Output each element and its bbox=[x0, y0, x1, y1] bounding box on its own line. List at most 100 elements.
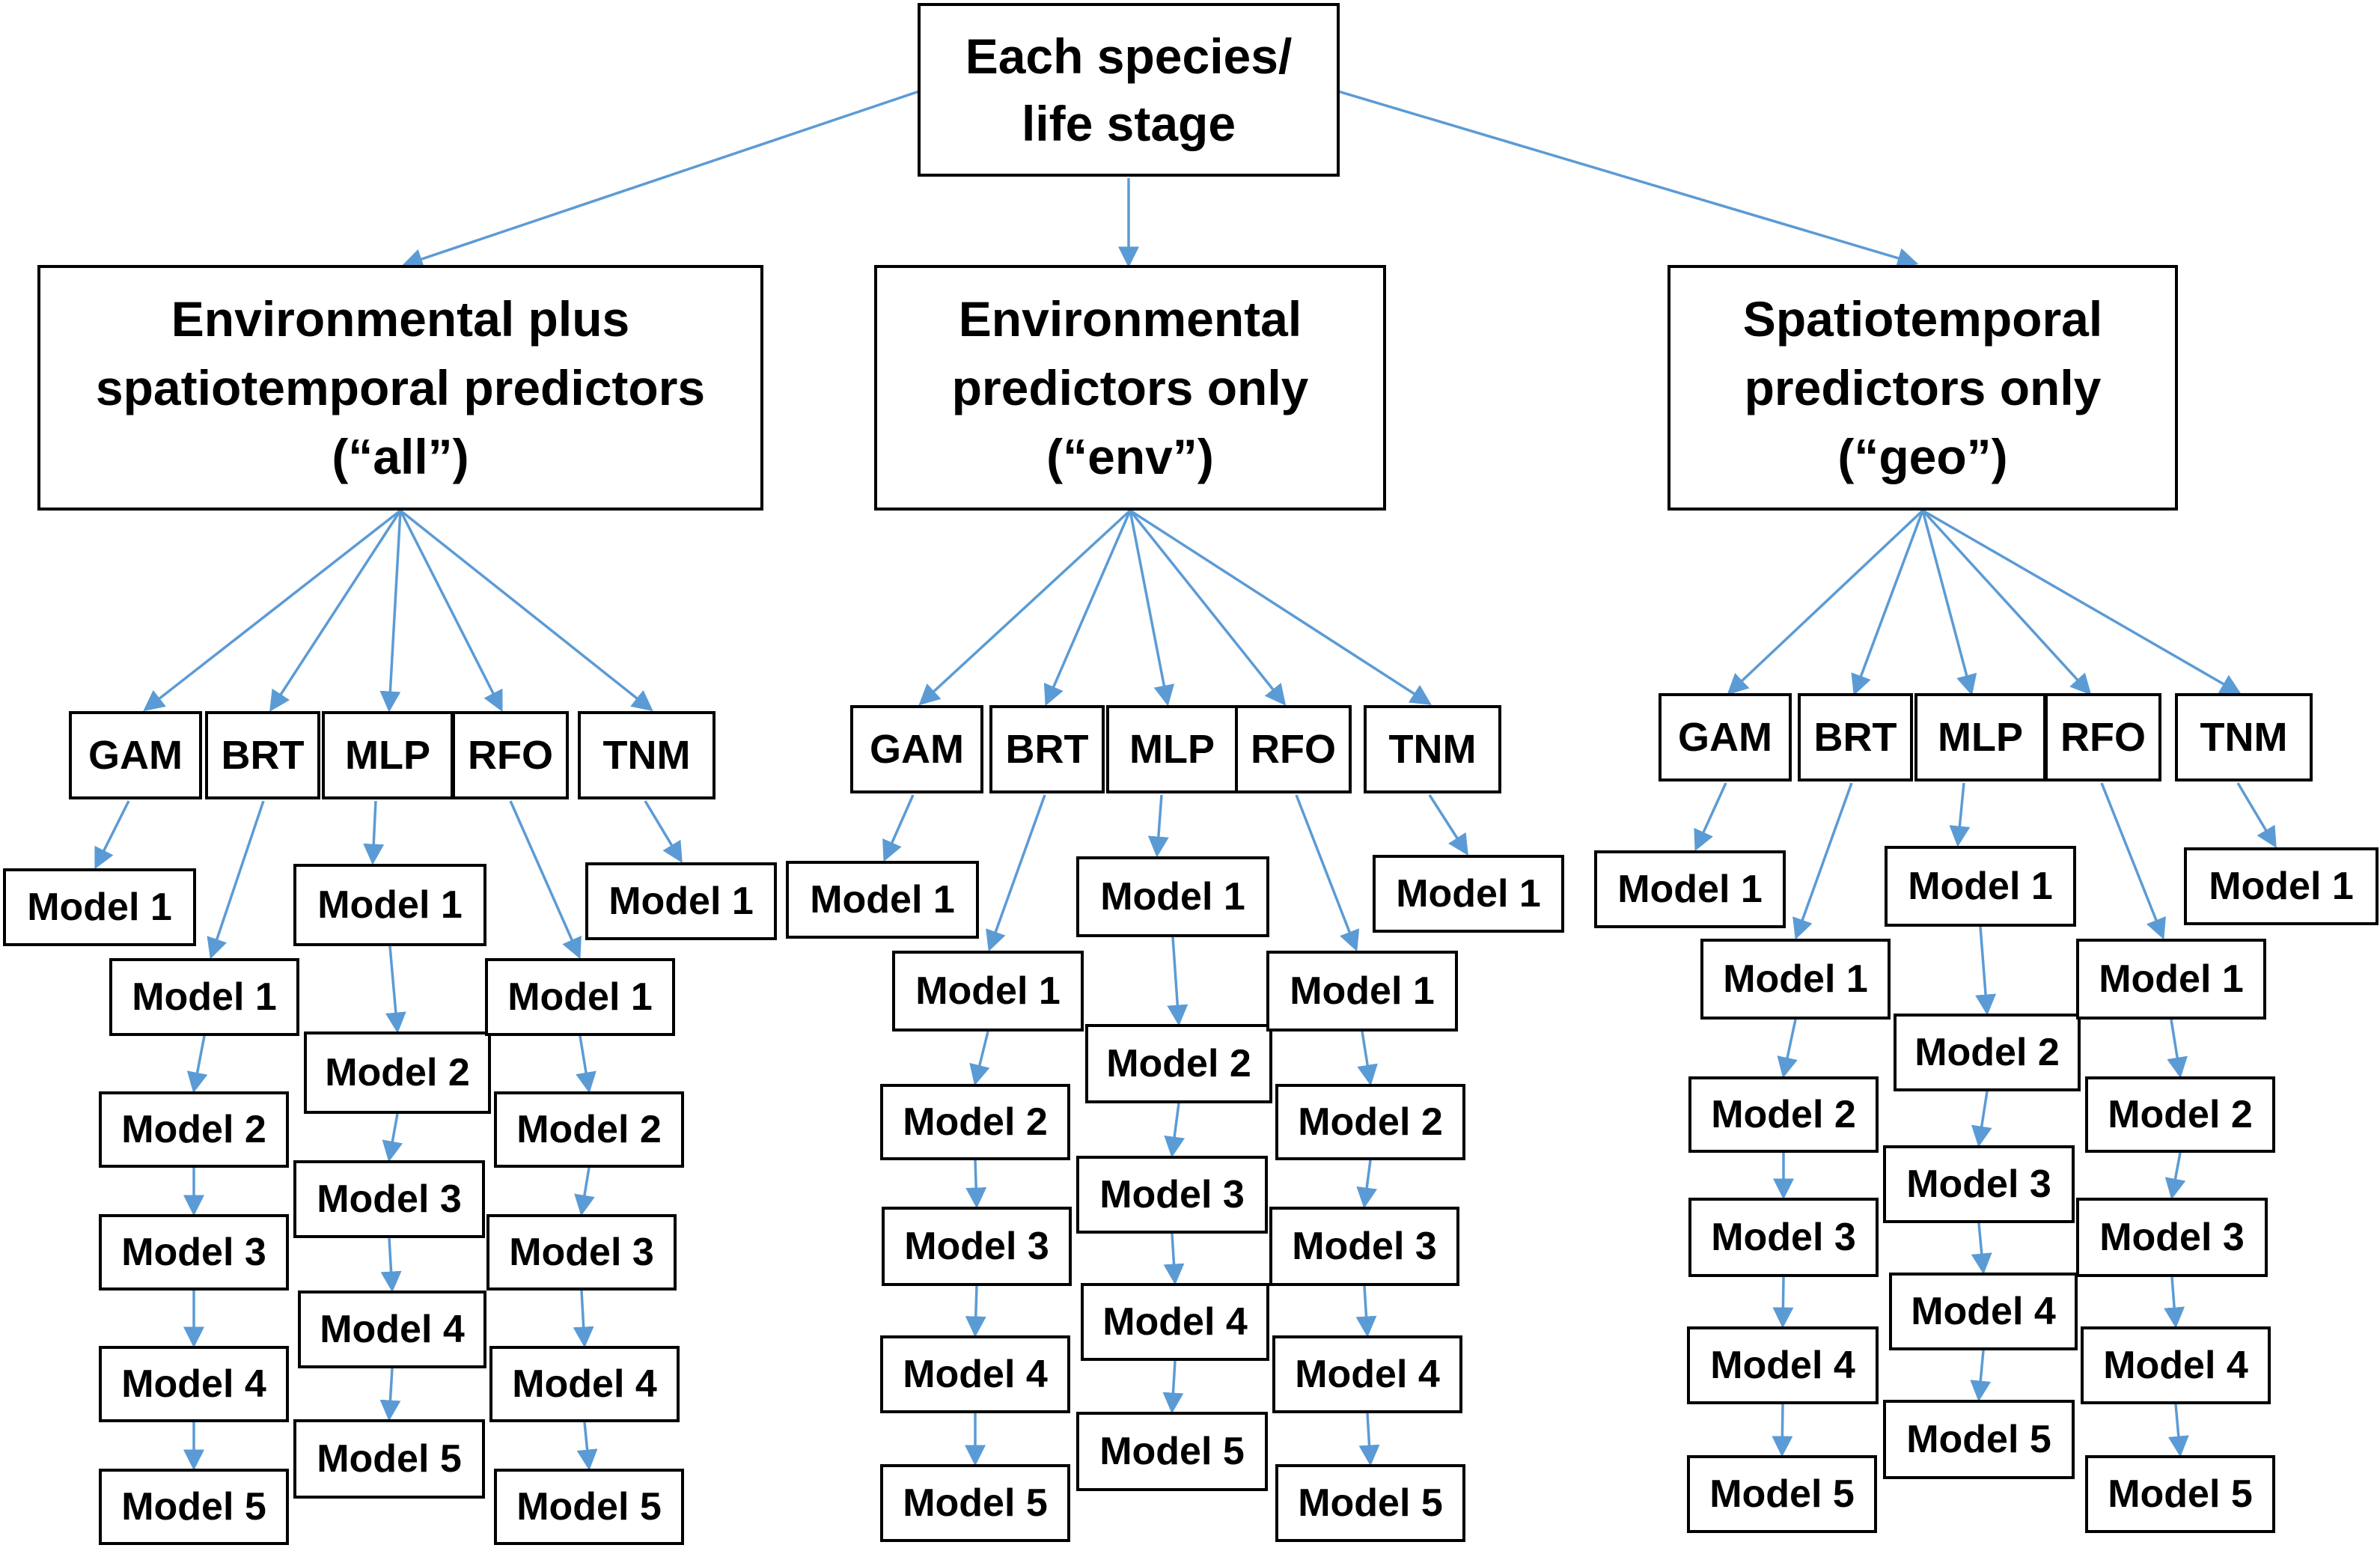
group-geo-method-brt-model-2-box bbox=[1688, 1076, 1879, 1153]
group-geo-method-rfo-model-5: Model 5 bbox=[2085, 1455, 2275, 1533]
arrow-env-rfo-model-3-to-4 bbox=[1355, 1285, 1377, 1338]
group-geo-method-brt: BRT bbox=[1798, 693, 1913, 781]
group-env-method-mlp: MLP bbox=[1106, 705, 1238, 793]
group-all-method-mlp-model-4-box bbox=[298, 1290, 486, 1368]
group-geo-method-tnm: TNM bbox=[2175, 693, 2313, 781]
group-env-method-tnm: TNM bbox=[1364, 705, 1501, 793]
group-env-method-rfo-model-5-box bbox=[1275, 1464, 1465, 1542]
arrow-env-mlp-model-4-to-5 bbox=[1162, 1360, 1184, 1414]
arrow-env-to-brt bbox=[1043, 510, 1132, 707]
group-env-method-mlp-label: MLP bbox=[1129, 727, 1215, 772]
group-all-method-gam-model-1: Model 1 bbox=[3, 868, 196, 946]
group-all-method-gam-label: GAM bbox=[88, 733, 183, 778]
group-all-box bbox=[37, 265, 763, 511]
group-geo-method-rfo-label: RFO bbox=[2060, 715, 2146, 760]
arrow-env-to-gam bbox=[918, 509, 1132, 706]
group-all-method-mlp-model-2: Model 2 bbox=[304, 1032, 491, 1114]
group-geo-label: (“geo”) bbox=[1837, 429, 2007, 484]
group-geo-method-rfo-model-5-box bbox=[2085, 1455, 2275, 1533]
arrow-geo-rfo-to-model-1 bbox=[2100, 782, 2166, 940]
group-env-method-brt-label: BRT bbox=[1006, 727, 1089, 772]
group-all-method-brt: BRT bbox=[205, 711, 320, 799]
group-all-method-rfo-label: RFO bbox=[468, 733, 553, 778]
group-env-box bbox=[874, 265, 1386, 511]
arrow-geo-rfo-model-4-to-5 bbox=[2167, 1404, 2189, 1457]
arrow-geo-to-brt bbox=[1851, 510, 1924, 696]
arrow-env-brt-model-3-to-4 bbox=[965, 1285, 986, 1338]
arrow-geo-mlp-model-2-to-3 bbox=[1971, 1091, 1992, 1148]
group-geo-method-rfo-box bbox=[2045, 693, 2161, 781]
group-all-method-rfo-model-3-label: Model 3 bbox=[509, 1231, 654, 1274]
arrow-geo-mlp-model-1-to-2 bbox=[1975, 926, 1997, 1016]
group-env-method-rfo-model-3-box bbox=[1269, 1207, 1459, 1286]
group-all-method-rfo-model-4-label: Model 4 bbox=[512, 1362, 657, 1406]
group-env-method-rfo-model-4-label: Model 4 bbox=[1295, 1353, 1440, 1396]
group-env-method-brt-model-4-box bbox=[880, 1335, 1070, 1413]
group-env-method-rfo-model-4-box bbox=[1272, 1335, 1462, 1413]
group-all-method-brt-model-5-label: Model 5 bbox=[121, 1485, 266, 1529]
group-all-method-rfo-model-1: Model 1 bbox=[485, 958, 675, 1036]
group-all-method-gam-model-1-label: Model 1 bbox=[27, 886, 172, 929]
group-geo-method-mlp-model-4: Model 4 bbox=[1889, 1273, 2078, 1350]
group-geo-method-mlp-model-2-label: Model 2 bbox=[1914, 1031, 2060, 1074]
arrow-all-to-mlp bbox=[379, 510, 402, 713]
group-geo-method-brt-model-4-label: Model 4 bbox=[1710, 1344, 1855, 1387]
arrow-geo-brt-model-4-to-5 bbox=[1772, 1404, 1793, 1457]
group-env-method-mlp-model-4-box bbox=[1081, 1283, 1269, 1361]
group-env-method-brt-model-1: Model 1 bbox=[892, 951, 1084, 1032]
group-all-method-rfo-model-3: Model 3 bbox=[486, 1214, 677, 1290]
group-env-method-mlp-model-1: Model 1 bbox=[1076, 856, 1269, 937]
arrow-geo-to-rfo bbox=[1921, 509, 2092, 695]
group-geo-method-gam-model-1-label: Model 1 bbox=[1617, 868, 1763, 911]
group-env-method-mlp-model-3-label: Model 3 bbox=[1099, 1173, 1245, 1216]
group-env-method-gam-label: GAM bbox=[870, 727, 964, 772]
group-env-label: predictors only bbox=[952, 360, 1309, 415]
group-all-method-rfo-model-5: Model 5 bbox=[494, 1469, 684, 1545]
group-env-method-rfo-model-5: Model 5 bbox=[1275, 1464, 1465, 1542]
group-env-method-mlp-model-2-label: Model 2 bbox=[1106, 1042, 1251, 1085]
group-env-method-brt-model-3-label: Model 3 bbox=[904, 1225, 1049, 1268]
group-all-method-tnm-model-1: Model 1 bbox=[585, 862, 777, 940]
group-all-method-brt-model-4: Model 4 bbox=[99, 1346, 289, 1422]
group-geo-method-mlp: MLP bbox=[1914, 693, 2046, 781]
group-all-method-brt-model-1: Model 1 bbox=[109, 958, 299, 1036]
group-env-method-brt-model-3-box bbox=[882, 1207, 1072, 1286]
group-all-method-mlp-model-5-box bbox=[293, 1419, 485, 1499]
group-geo-method-mlp-model-2-box bbox=[1894, 1014, 2081, 1091]
arrow-geo-to-mlp bbox=[1921, 510, 1977, 696]
group-env-method-brt-model-2-label: Model 2 bbox=[903, 1100, 1048, 1144]
group-geo-method-brt-model-2: Model 2 bbox=[1688, 1076, 1879, 1153]
group-geo-method-mlp-model-4-box bbox=[1889, 1273, 2078, 1350]
arrow-env-mlp-to-model-1 bbox=[1147, 794, 1169, 858]
group-env-method-rfo-model-2-label: Model 2 bbox=[1298, 1100, 1443, 1144]
group-geo-method-brt-model-5: Model 5 bbox=[1687, 1455, 1877, 1533]
group-geo-method-rfo-model-1-label: Model 1 bbox=[2099, 957, 2244, 1001]
group-all-method-tnm: TNM bbox=[578, 711, 715, 799]
group-env-method-rfo-model-4: Model 4 bbox=[1272, 1335, 1462, 1413]
arrow-env-to-mlp bbox=[1129, 510, 1175, 707]
arrow-all-brt-model-1-to-2 bbox=[186, 1035, 208, 1094]
group-env-method-rfo-model-2: Model 2 bbox=[1275, 1084, 1465, 1160]
group-all-method-rfo-model-5-box bbox=[494, 1469, 684, 1545]
group-geo-method-mlp-model-1: Model 1 bbox=[1885, 846, 2076, 927]
group-geo-method-tnm-model-1-box bbox=[2184, 847, 2379, 925]
group-geo-method-rfo-model-3-box bbox=[2076, 1198, 2268, 1277]
group-all-label: spatiotemporal predictors bbox=[96, 360, 705, 415]
group-geo-method-rfo-model-4-label: Model 4 bbox=[2103, 1344, 2248, 1387]
group-geo-method-gam-label: GAM bbox=[1678, 715, 1772, 760]
arrow-all-to-brt bbox=[269, 510, 402, 712]
arrow-env-mlp-model-1-to-2 bbox=[1167, 936, 1189, 1026]
arrow-env-tnm-to-model-1 bbox=[1428, 794, 1468, 856]
group-env-method-mlp-model-5-box bbox=[1076, 1412, 1268, 1491]
group-all-method-rfo-model-4: Model 4 bbox=[489, 1346, 680, 1422]
group-env-method-mlp-model-4: Model 4 bbox=[1081, 1283, 1269, 1361]
group-all-method-brt-model-3: Model 3 bbox=[99, 1214, 289, 1290]
group-all-method-mlp-model-4: Model 4 bbox=[298, 1290, 486, 1368]
root-node: Each species/life stage bbox=[918, 3, 1340, 177]
group-env-method-rfo: RFO bbox=[1235, 705, 1352, 793]
group-geo-method-brt-model-1: Model 1 bbox=[1700, 939, 1891, 1020]
arrow-all-gam-to-model-1 bbox=[94, 800, 130, 870]
group-geo-method-brt-model-3: Model 3 bbox=[1688, 1198, 1879, 1277]
